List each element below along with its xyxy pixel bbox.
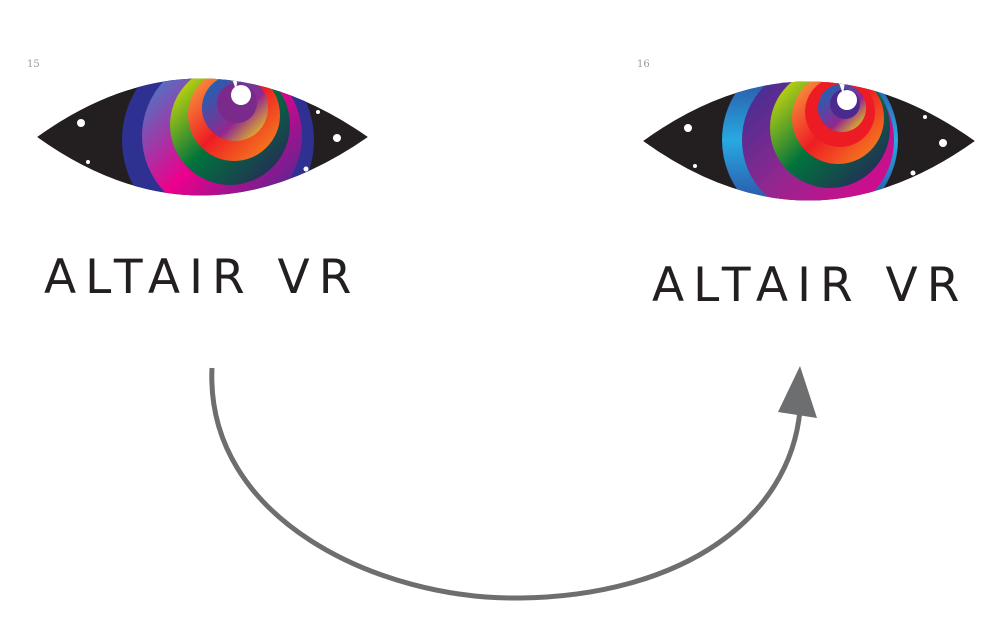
- transition-arrow-curve: [209, 367, 803, 601]
- star-dot: [86, 160, 90, 164]
- star-dot: [684, 124, 692, 132]
- arrow-head-icon: [778, 366, 817, 418]
- variant-number: 16: [637, 59, 650, 70]
- star-dot: [693, 164, 697, 168]
- star-dot: [303, 166, 309, 172]
- pupil-notch: [226, 78, 240, 90]
- wordmark: ALTAIR VR: [44, 250, 361, 305]
- eye-logo-16: [643, 81, 975, 201]
- pupil: [837, 90, 857, 110]
- variant-number: 15: [27, 59, 40, 70]
- wordmark: ALTAIR VR: [652, 258, 969, 313]
- star-dot: [316, 110, 320, 114]
- star-dot: [910, 170, 916, 176]
- star-dot: [77, 119, 85, 127]
- eye-logo-15: [37, 78, 368, 196]
- star-dot: [333, 134, 341, 142]
- star-dot: [923, 115, 927, 119]
- pupil: [231, 85, 251, 105]
- pupil-notch: [832, 81, 848, 94]
- star-dot: [939, 139, 947, 147]
